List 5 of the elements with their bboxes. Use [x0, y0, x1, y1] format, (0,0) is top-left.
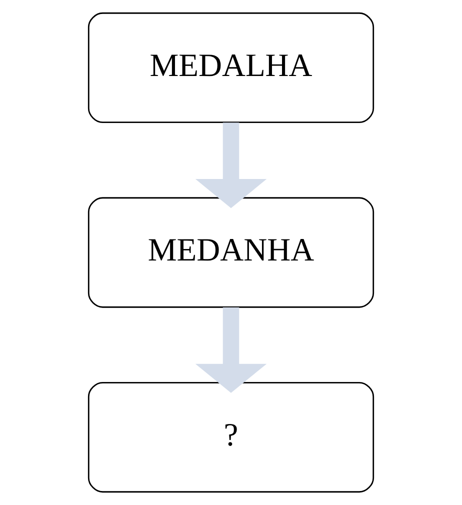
- node-box: MEDALHA: [88, 12, 374, 124]
- node-box: ?: [88, 382, 374, 493]
- node-box: MEDANHA: [88, 197, 374, 308]
- arrow: [195, 307, 267, 393]
- arrow: [195, 122, 267, 208]
